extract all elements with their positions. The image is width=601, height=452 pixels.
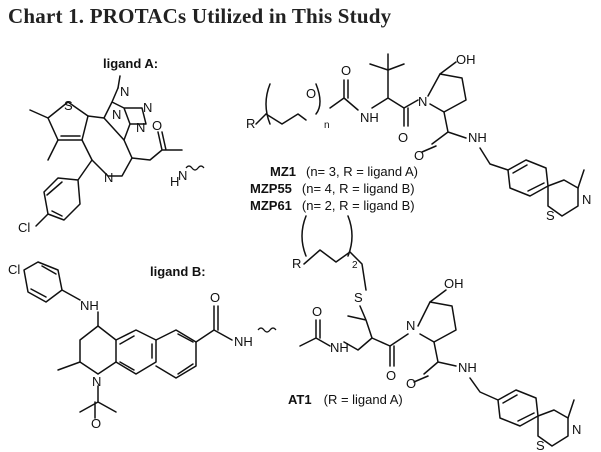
at1-thiazole-s: S <box>536 438 545 452</box>
mzp55-row: MZP55 (n= 4, R = ligand B) <box>250 180 415 197</box>
ligand-b-acetyl-o: O <box>91 416 101 431</box>
diazepine-nitrogen-atom: N <box>104 170 113 185</box>
mz-tle-carbonyl-o: O <box>398 130 408 145</box>
mz-thiazole-n: N <box>582 192 591 207</box>
at1-detail: (R = ligand A) <box>324 392 403 407</box>
thiophene-sulfur-atom: S <box>64 98 73 113</box>
at1-name: AT1 <box>288 392 312 407</box>
at1-amide-carbonyl-o: O <box>406 376 416 391</box>
ligand-b-structure: ligand B: Cl NH N O O NH <box>8 261 277 431</box>
at1-row: AT1 (R = ligand A) <box>288 391 403 408</box>
at1-structure: R 2 S O NH O N OH O NH N S <box>292 215 581 452</box>
ligand-a-amide-nh: H <box>170 174 179 189</box>
triazole-n3-atom: N <box>136 120 145 135</box>
page-title: Chart 1. PROTACs Utilized in This Study <box>8 4 392 28</box>
at1-tle-carbonyl-o: O <box>386 368 396 383</box>
mz-thiazole-s: S <box>546 208 555 223</box>
ligand-b-label: ligand B: <box>150 264 206 279</box>
at1-r-group: R <box>292 256 301 271</box>
triazole-n1-atom: N <box>120 84 129 99</box>
ligand-b-chlorine-atom: Cl <box>8 262 20 277</box>
mz-r-group: R <box>246 116 255 131</box>
ligand-a-amide-n: N <box>178 168 187 183</box>
at1-repeat-2: 2 <box>352 260 358 271</box>
ligand-a-label: ligand A: <box>103 56 158 71</box>
mz1-row: MZ1 (n= 3, R = ligand A) <box>270 163 418 180</box>
mz-linker-nh: NH <box>360 110 379 125</box>
at1-hydroxyl: OH <box>444 276 464 291</box>
ligand-b-carbonyl-o: O <box>210 290 220 305</box>
mz-amide-nh: NH <box>468 130 487 145</box>
at1-acetamide-nh: NH <box>330 340 349 355</box>
triazole-n4-atom: N <box>112 107 121 122</box>
mzp61-name: MZP61 <box>250 198 292 213</box>
mz-proline-n: N <box>418 94 427 109</box>
at1-amide-nh: NH <box>458 360 477 375</box>
ligand-a-structure: ligand A: S N N N N N O H N Cl <box>18 56 205 235</box>
ligand-b-ring-n: N <box>92 374 101 389</box>
triazole-n2-atom: N <box>143 100 152 115</box>
mzp61-detail: (n= 2, R = ligand B) <box>302 198 415 213</box>
at1-legend: AT1 (R = ligand A) <box>288 391 403 408</box>
ligand-b-amide-nh: NH <box>234 334 253 349</box>
mz-series-structure: R O n O NH O N OH O NH N S <box>246 52 591 223</box>
mz-amide-carbonyl-o: O <box>414 148 424 163</box>
ligand-a-chlorine-atom: Cl <box>18 220 30 235</box>
mz1-detail: (n= 3, R = ligand A) <box>306 164 418 179</box>
mz-linker-carbonyl-o: O <box>341 63 351 78</box>
ligand-b-aniline-nh: NH <box>80 298 99 313</box>
mzp55-detail: (n= 4, R = ligand B) <box>302 181 415 196</box>
mz-hydroxyl: OH <box>456 52 476 67</box>
ligand-a-carbonyl-oxygen: O <box>152 118 162 133</box>
at1-proline-n: N <box>406 318 415 333</box>
mzp55-name: MZP55 <box>250 181 292 196</box>
mz-ether-oxygen: O <box>306 86 316 101</box>
at1-acetyl-o: O <box>312 304 322 319</box>
mzp61-row: MZP61 (n= 2, R = ligand B) <box>250 197 415 214</box>
at1-thioether-s: S <box>354 290 363 305</box>
mz1-name: MZ1 <box>270 164 296 179</box>
mz-repeat-n: n <box>324 120 330 131</box>
mz-series-legend: MZ1 (n= 3, R = ligand A) MZP55 (n= 4, R … <box>250 163 418 214</box>
at1-thiazole-n: N <box>572 422 581 437</box>
